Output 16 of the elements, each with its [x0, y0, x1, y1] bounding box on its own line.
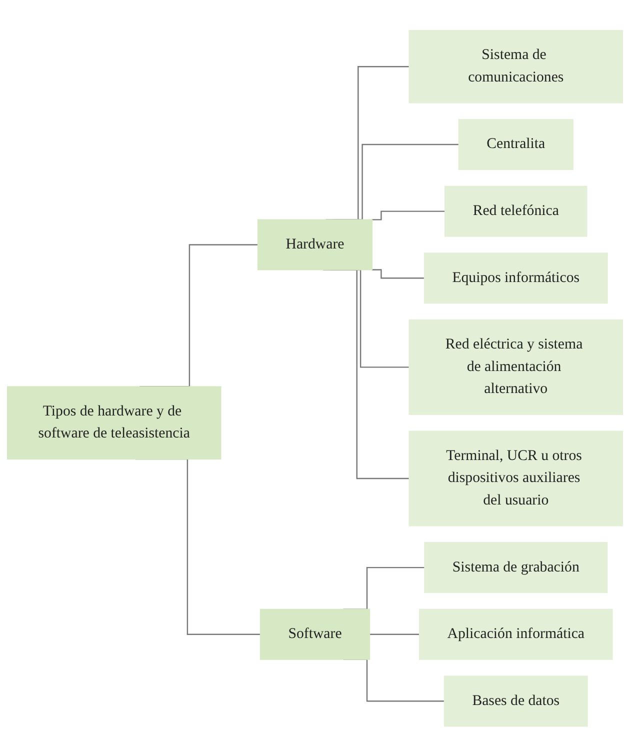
connector: [323, 268, 410, 479]
node-box: Terminal, UCR u otros dispositivos auxiliares del usuario: [408, 430, 624, 526]
node-box: Red telefónica: [444, 186, 588, 237]
connector: [370, 633, 420, 635]
node-box: Aplicación informática: [418, 608, 613, 660]
connector: [372, 210, 445, 220]
node-box: Hardware: [257, 218, 373, 270]
node-box: Sistema de comunicaciones: [408, 30, 624, 103]
connector: [372, 268, 424, 278]
node-box: Software: [260, 608, 370, 660]
node-box: Centralita: [458, 118, 574, 170]
node-box: Red eléctrica y sistema de alimentación alternativo: [408, 319, 624, 415]
node-box: Tipos de hardware y de software de teleasistencia: [6, 386, 222, 460]
node-box: Bases de datos: [444, 675, 588, 726]
node-box: Equipos informáticos: [424, 252, 608, 304]
node-box: Sistema de grabación: [424, 542, 608, 593]
